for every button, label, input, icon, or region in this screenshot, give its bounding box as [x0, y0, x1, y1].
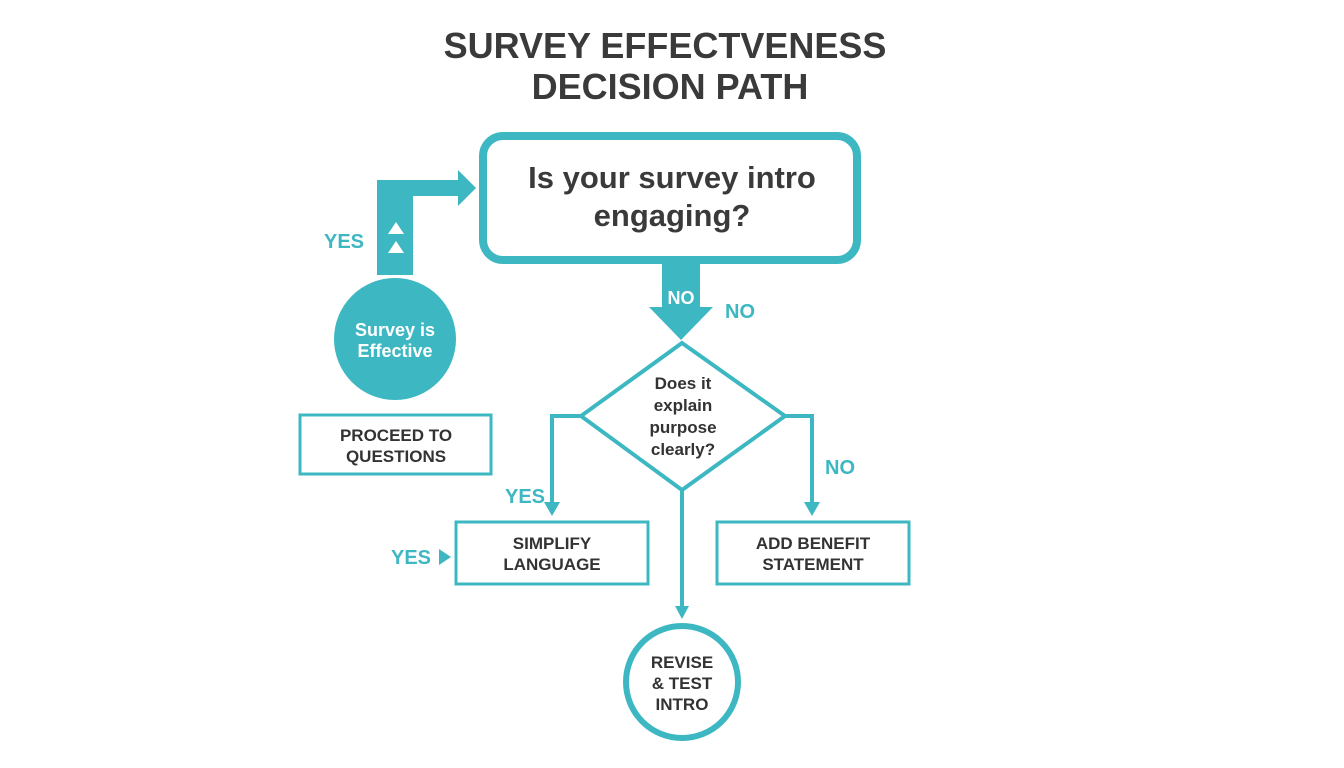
proceed-text-line-1: PROCEED TO [340, 426, 452, 445]
benefit-text-line-2: STATEMENT [762, 555, 864, 574]
no-label-in-arrow: NO [668, 288, 695, 308]
diagram-title-line-2: DECISION PATH [532, 66, 809, 107]
yes-simplify-pointer [439, 549, 451, 565]
simplify-text-line-1: SIMPLIFY [513, 534, 592, 553]
revise-text-line-2: & TEST [652, 674, 713, 693]
yes-branch-arrowhead [544, 502, 560, 516]
question-box [479, 132, 861, 264]
benefit-text-line-1: ADD BENEFIT [756, 534, 871, 553]
decision-text-line-3: purpose [649, 418, 716, 437]
question-text-line-2: engaging? [594, 198, 751, 233]
revise-arrowhead [675, 606, 689, 619]
yes-up-chevron-1 [388, 222, 404, 234]
yes-label-left-branch: YES [505, 486, 545, 508]
no-label-beside-arrow: NO [725, 301, 755, 323]
survey-effective-circle [334, 278, 456, 400]
yes-label-simplify: YES [391, 547, 431, 569]
no-branch-connector [785, 414, 814, 508]
decision-text-line-4: clearly? [651, 440, 715, 459]
no-label-right-branch: NO [825, 457, 855, 479]
effective-text-line-1: Survey is [355, 320, 435, 340]
revise-circle [623, 623, 741, 741]
effective-text-line-2: Effective [357, 341, 432, 361]
simplify-language-box [454, 520, 650, 586]
no-branch-arrowhead [804, 502, 820, 516]
revise-text-line-3: INTRO [656, 695, 709, 714]
yes-elbow-arrow [377, 170, 476, 275]
add-benefit-box [715, 520, 911, 586]
decision-text-line-2: explain [654, 396, 713, 415]
decision-diamond [577, 340, 789, 493]
yes-label-top: YES [324, 231, 364, 253]
revise-text-line-1: REVISE [651, 653, 713, 672]
yes-branch-connector [550, 414, 581, 508]
proceed-text-line-2: QUESTIONS [346, 447, 446, 466]
simplify-text-line-2: LANGUAGE [503, 555, 600, 574]
decision-text-line-1: Does it [655, 374, 712, 393]
yes-up-chevron-2 [388, 241, 404, 253]
diagram-title-line-1: SURVEY EFFECTVENESS [444, 25, 887, 66]
no-thick-arrow [649, 264, 713, 340]
question-text-line-1: Is your survey intro [528, 160, 816, 195]
proceed-box [298, 413, 493, 476]
